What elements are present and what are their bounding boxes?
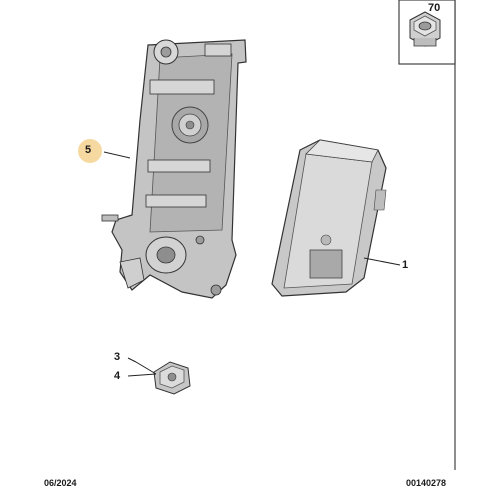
bracket-part-5 — [101, 39, 247, 299]
callout-5: 5 — [85, 144, 92, 156]
footer-reference: 00140278 — [406, 478, 447, 488]
callout-3: 3 — [114, 351, 121, 363]
leader-line-3 — [127, 357, 137, 363]
fastener-part-3-4 — [153, 361, 191, 395]
leader-line-1 — [363, 257, 401, 266]
nut-inset-70 — [398, 0, 456, 65]
module-part-1 — [271, 139, 387, 297]
footer-date: 06/2024 — [44, 478, 77, 488]
leader-line-3-4 — [135, 361, 157, 375]
callout-70: 70 — [428, 2, 441, 14]
callout-1: 1 — [402, 259, 409, 271]
leader-line-4 — [127, 373, 157, 377]
leader-line-5 — [103, 151, 131, 159]
callout-5-highlight — [78, 139, 102, 163]
callout-4: 4 — [114, 370, 121, 382]
